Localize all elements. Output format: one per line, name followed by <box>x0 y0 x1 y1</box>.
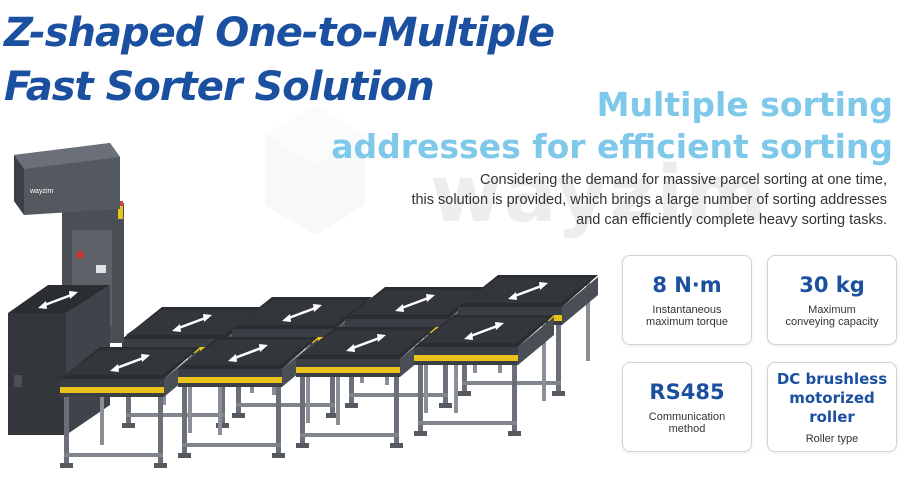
description: Considering the demand for massive parce… <box>327 170 887 230</box>
spec-value: 8 N·m <box>652 272 722 297</box>
subtitle-line-2: addresses for efficient sorting <box>331 127 893 166</box>
sorter-machine-illustration: wayzim <box>8 143 598 468</box>
desc-line-3: and can efficiently complete heavy sorti… <box>576 212 887 228</box>
page-title: Z-shaped One-to-Multiple Fast Sorter Sol… <box>4 6 555 114</box>
brand-logo-text: wayzim <box>29 188 54 195</box>
desc-line-2: this solution is provided, which brings … <box>411 192 887 208</box>
title-line-2: Fast Sorter Solution <box>4 64 435 110</box>
section-subtitle: Multiple sorting addresses for efficient… <box>331 84 893 168</box>
spec-label: Roller type <box>805 432 859 445</box>
subtitle-line-1: Multiple sorting <box>596 85 893 124</box>
spec-value: 30 kg <box>799 272 865 297</box>
watermark-text: wayzim <box>430 150 769 240</box>
watermark-logo <box>265 105 365 235</box>
spec-value: RS485 <box>649 379 725 404</box>
title-line-1: Z-shaped One-to-Multiple <box>4 10 555 56</box>
desc-line-1: Considering the demand for massive parce… <box>479 172 887 188</box>
